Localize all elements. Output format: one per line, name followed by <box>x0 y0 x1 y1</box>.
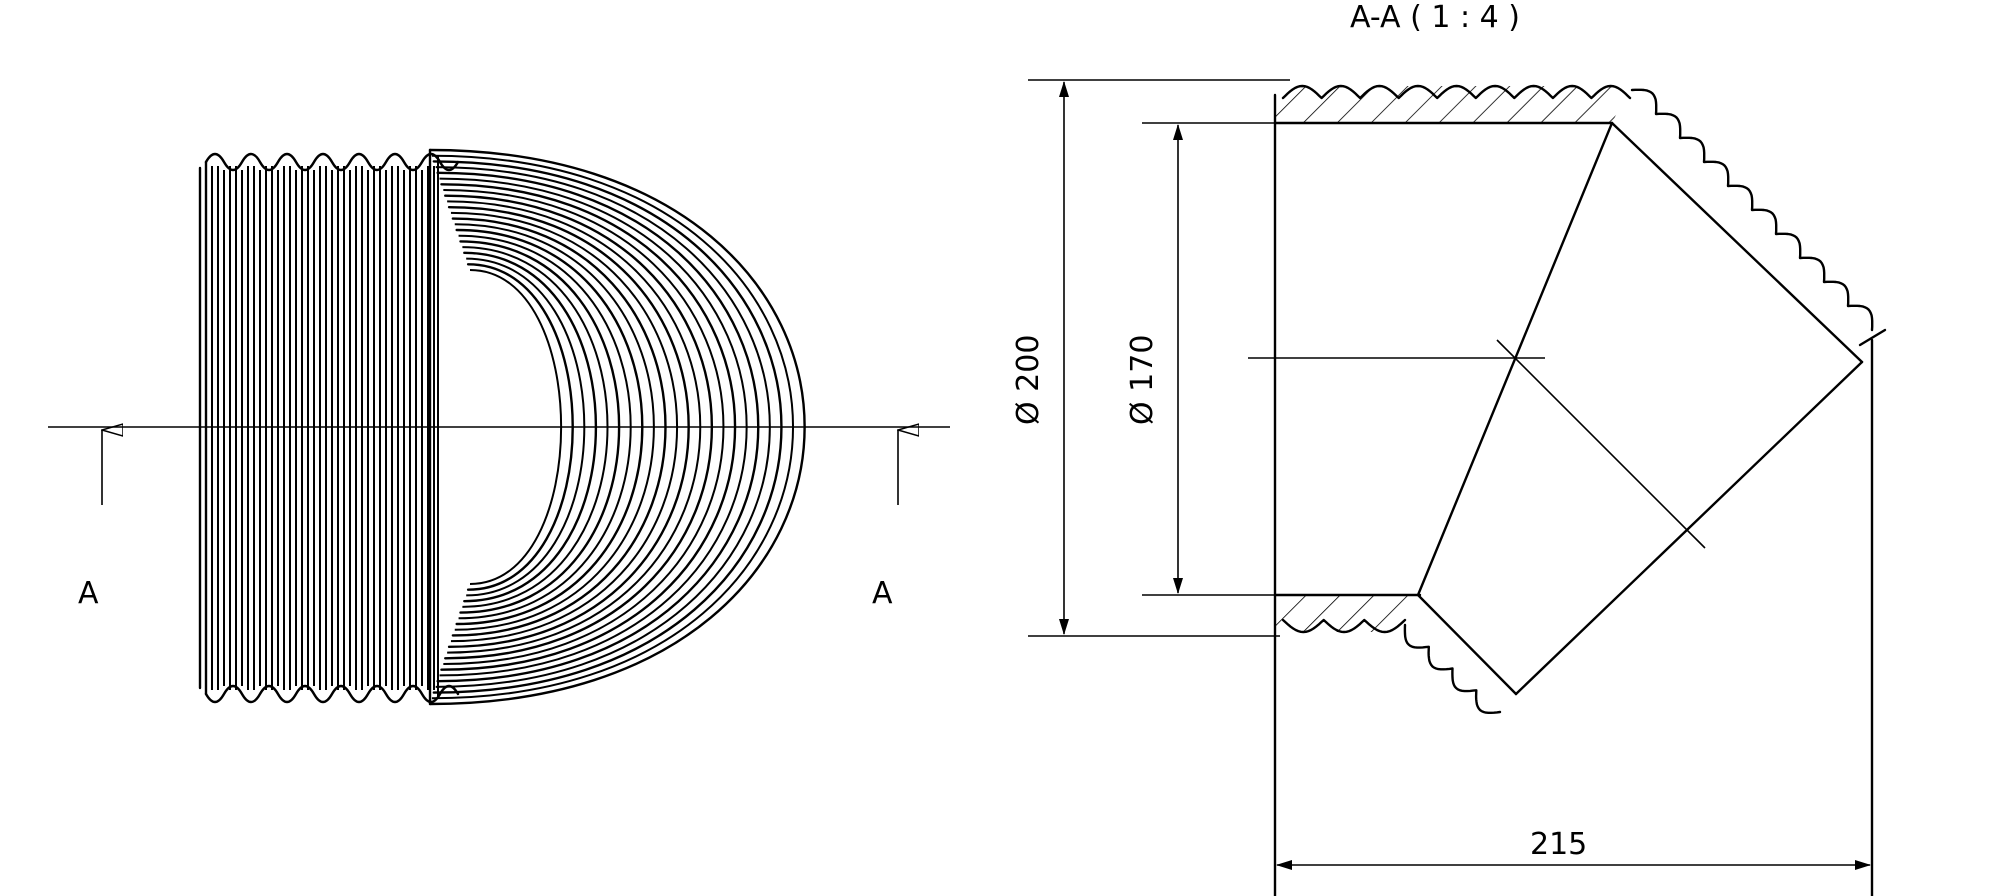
ribbed-bottom-edge <box>204 684 460 704</box>
dim-inner-diameter: Ø 170 <box>1125 335 1160 425</box>
ribbed-top-edge <box>204 152 460 172</box>
corrugation-top <box>1281 84 1632 100</box>
outlet-end-face <box>1514 360 1864 696</box>
hatched-wall-bottom <box>1275 595 1420 632</box>
outlet-end-tick <box>1858 328 1887 347</box>
outlet-upper-wall <box>1610 121 1864 364</box>
ribbed-cylinder <box>198 152 460 704</box>
corrugation-diagonal-top <box>1630 88 1874 332</box>
section-view: A-A ( 1 : 4 ) Ø 200 Ø 170 <box>1011 0 1887 896</box>
outlet-lower-wall <box>1416 593 1518 696</box>
section-marker-left: A <box>78 576 99 611</box>
corrugation-diagonal-bottom <box>1403 623 1502 714</box>
centerline-diagonal <box>1496 339 1706 549</box>
dim-length: 215 <box>1530 827 1587 862</box>
section-title: A-A ( 1 : 4 ) <box>1350 0 1520 35</box>
dim-outer-diameter: Ø 200 <box>1011 335 1046 425</box>
side-view: A A <box>48 148 950 706</box>
corrugation-bottom <box>1281 618 1407 634</box>
section-marker-right: A <box>872 576 893 611</box>
